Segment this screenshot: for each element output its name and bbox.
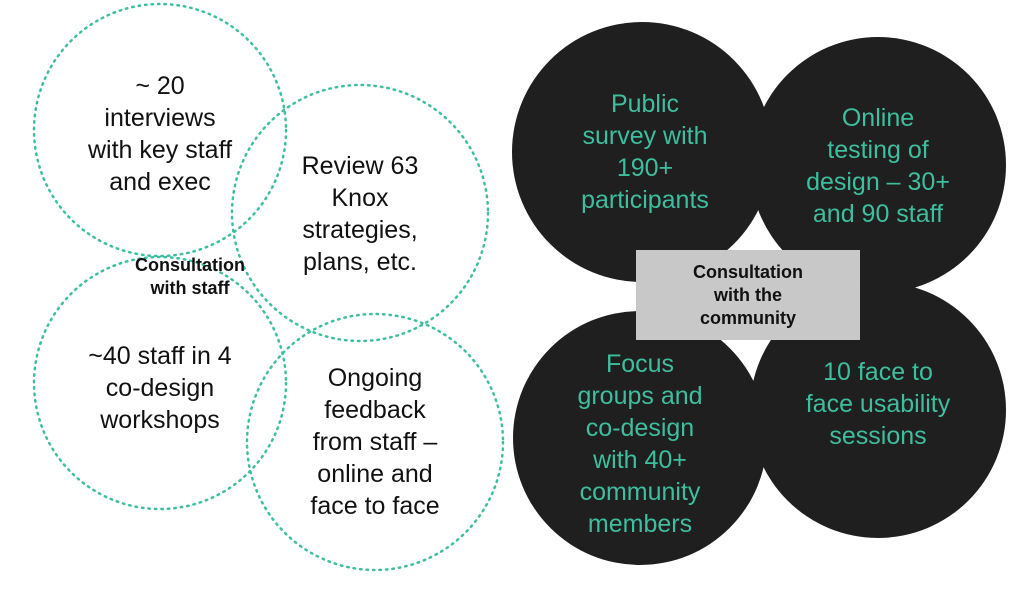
community-circle-survey bbox=[512, 22, 772, 282]
community-title: Consultation with the community bbox=[693, 262, 803, 328]
community-item-online-testing: Online testing of design – 30+ and 90 st… bbox=[806, 104, 950, 228]
staff-item-feedback: Ongoing feedback from staff – online and… bbox=[310, 364, 440, 520]
staff-item-interviews: ~ 20 interviews with key staff and exec bbox=[87, 72, 233, 196]
staff-circle-workshops bbox=[32, 255, 288, 511]
staff-title: Consultation with staff bbox=[135, 255, 245, 298]
staff-circle-review bbox=[230, 83, 490, 343]
staff-circle-feedback bbox=[245, 312, 505, 572]
community-hub-box bbox=[636, 250, 860, 340]
community-circle-focus-groups bbox=[513, 311, 767, 565]
community-circle-usability bbox=[750, 282, 1006, 538]
staff-item-workshops: ~40 staff in 4 co-design workshops bbox=[88, 342, 232, 434]
staff-item-review: Review 63 Knox strategies, plans, etc. bbox=[301, 152, 419, 276]
staff-circle-interviews bbox=[32, 2, 288, 258]
community-circle-online-testing bbox=[750, 37, 1006, 293]
community-item-survey: Public survey with 190+ participants bbox=[581, 90, 709, 214]
community-item-focus-groups: Focus groups and co-design with 40+ comm… bbox=[577, 350, 703, 538]
community-item-usability: 10 face to face usability sessions bbox=[805, 358, 951, 450]
